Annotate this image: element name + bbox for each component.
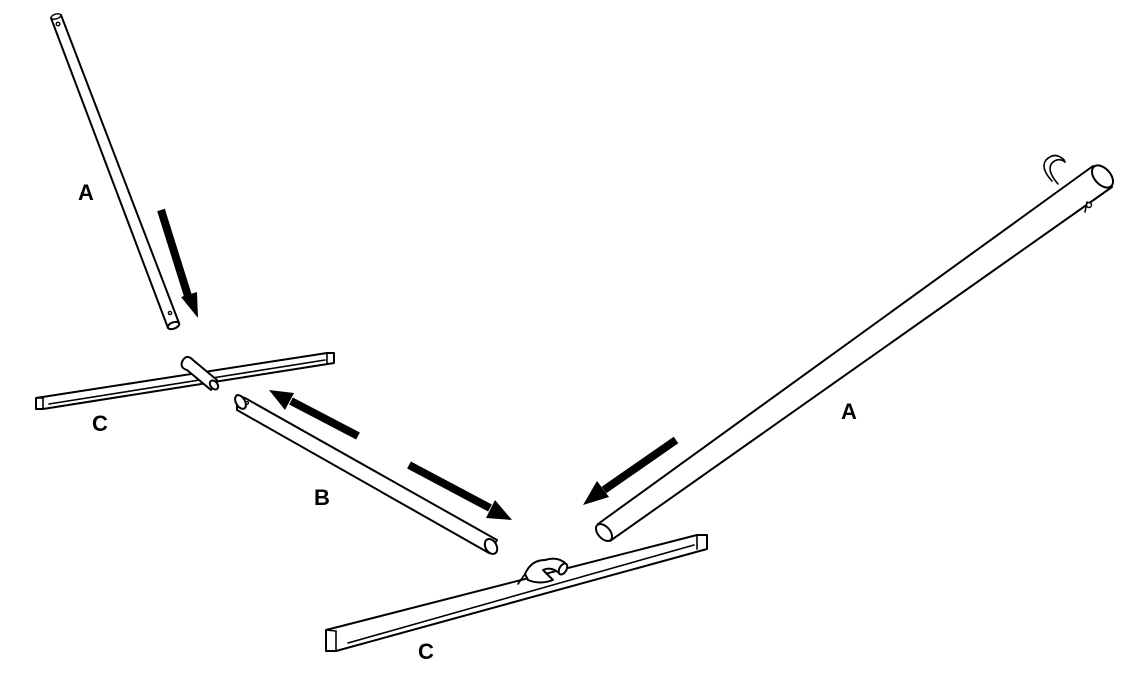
pole-a-right xyxy=(594,154,1115,542)
arrow-b-toward-left-base xyxy=(269,390,360,440)
label-pole-a-right: A xyxy=(841,399,857,424)
arrow-b-toward-right-base xyxy=(407,461,512,520)
arrow-a-into-left-base xyxy=(157,208,198,318)
pole-a-left xyxy=(50,13,181,331)
base-c-left xyxy=(35,352,335,410)
arrow-a-into-right-base xyxy=(583,436,679,505)
label-pole-b: B xyxy=(314,485,330,510)
label-pole-a-left: A xyxy=(78,180,94,205)
label-base-c-left: C xyxy=(92,411,108,436)
label-base-c-right: C xyxy=(418,639,434,664)
base-c-right xyxy=(325,534,708,652)
pole-b xyxy=(234,394,499,555)
